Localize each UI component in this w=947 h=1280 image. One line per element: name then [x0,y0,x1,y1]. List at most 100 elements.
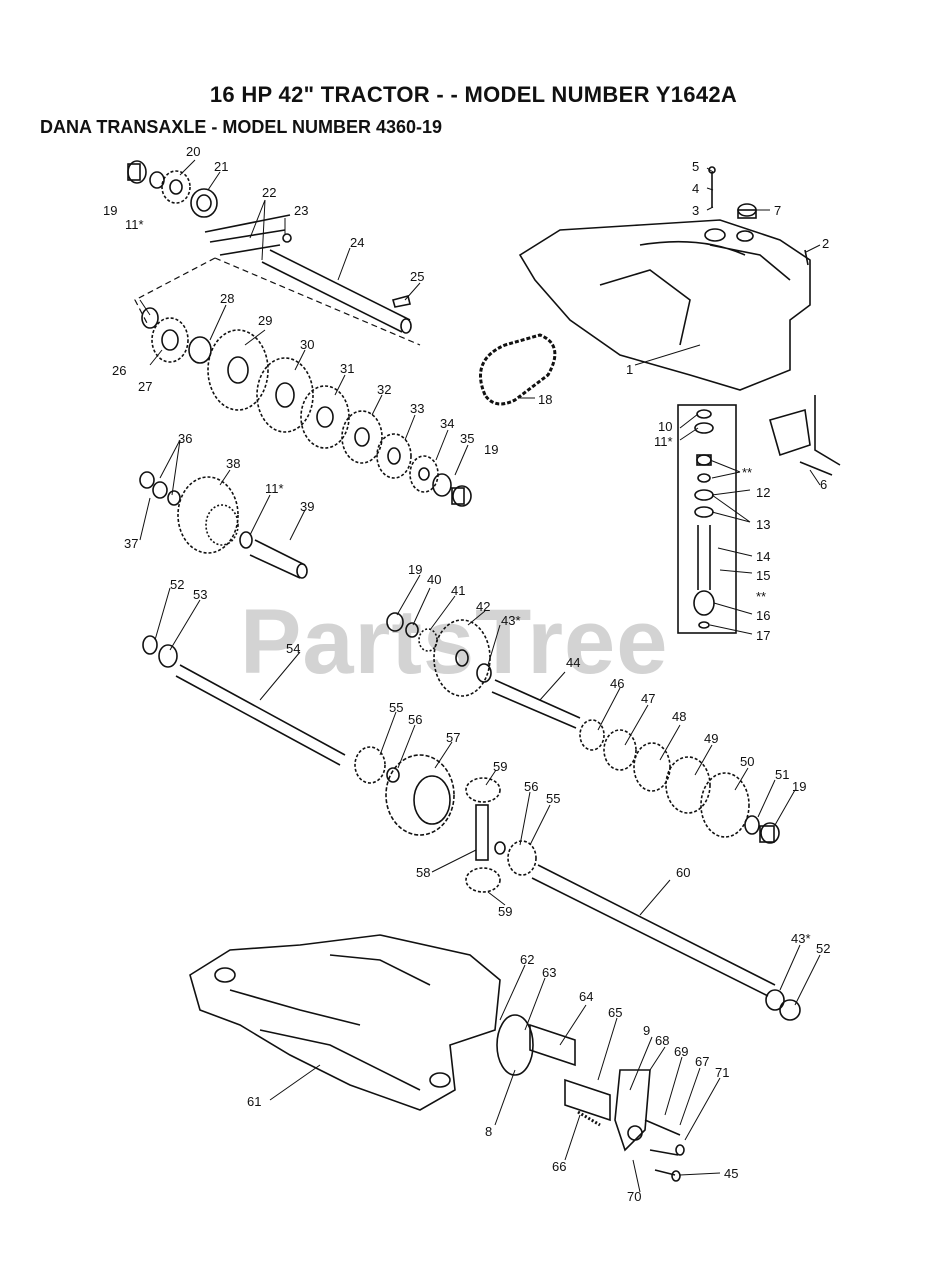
callout-label: 2 [822,236,830,251]
gear-30 [256,357,314,433]
shaft-24 [261,249,412,334]
callout-label: 43* [501,613,521,628]
parts-19-40-41 [386,612,438,652]
callout-label: 9 [643,1023,651,1038]
callout-label: 46 [610,676,625,691]
washer-11-top-left [149,171,165,189]
callout-label: 56 [408,712,423,727]
callout-label: 61 [247,1094,262,1109]
callout-label: 24 [350,235,365,250]
callout-label: 66 [552,1159,567,1174]
callout-label: 25 [410,269,425,284]
washers-52-53-left [142,635,178,668]
pinion-59-top [465,777,501,803]
callout-label: 8 [485,1124,493,1139]
bevel-gear-55-right [507,840,537,876]
bolts-2-3-4-5 [708,166,809,266]
callout-label: 19 [408,562,423,577]
gear-57-differential [385,754,455,836]
shaft-44 [491,679,581,729]
washers-43-52-right [765,989,801,1021]
callout-label: 54 [286,641,301,656]
callout-label: 17 [756,628,771,643]
callout-label: 64 [579,989,594,1004]
callout-label: 27 [138,379,153,394]
bearing-21 [190,188,218,218]
callout-label: 53 [193,587,208,602]
callout-label: 20 [186,144,201,159]
axle-54 [175,664,346,766]
callout-label: ** [756,589,767,604]
callout-label: 57 [446,730,461,745]
callout-label: 37 [124,536,139,551]
washer-56-right [494,841,506,855]
gear-42 [433,619,491,697]
callout-label: 38 [226,456,241,471]
callout-label: 23 [294,203,309,218]
sprocket-27 [151,317,189,363]
brake-parts-62-71 [496,1014,685,1182]
callout-label: 42 [476,599,491,614]
keys-22 [204,214,291,256]
callout-label: 47 [641,691,656,706]
callout-label: 18 [538,392,553,407]
gear-33 [376,433,412,479]
callout-label: 71 [715,1065,730,1080]
callout-label: 11* [265,481,284,496]
callout-label: 69 [674,1044,689,1059]
callout-label: 31 [340,361,355,376]
gear-20 [161,170,191,204]
housing-61-lower [189,934,501,1111]
callout-label: 65 [608,1005,623,1020]
callout-label: 48 [672,709,687,724]
callout-label: 68 [655,1033,670,1048]
callout-label: 19 [792,779,807,794]
callout-label: 36 [178,431,193,446]
snap-ring-26 [141,307,159,329]
page-subtitle: DANA TRANSAXLE - MODEL NUMBER 4360-19 [40,117,443,137]
callout-label: 55 [546,791,561,806]
washer-11-mid [239,531,253,549]
gear-31 [300,385,350,449]
gear-38 [177,476,239,554]
bushing-19-top-left [127,160,147,184]
bushing-19-mid [451,485,472,507]
callout-label: 63 [542,965,557,980]
callout-label: 40 [427,572,442,587]
callout-label: 52 [816,941,831,956]
callout-label: 55 [389,700,404,715]
gear-29 [207,329,269,411]
callout-label: ** [742,465,753,480]
callout-label: 43* [791,931,811,946]
callout-label: 19 [484,442,499,457]
callout-label: 5 [692,159,700,174]
callout-label: 21 [214,159,229,174]
axle-60 [531,864,776,997]
housing-1-upper [518,219,811,391]
callout-label: 11* [125,217,144,232]
dashed-assembly-bracket [134,257,421,346]
gear-34 [409,455,439,493]
shift-stack-10-17 [693,409,715,629]
callout-label: 14 [756,549,771,564]
callout-label: 29 [258,313,273,328]
callout-label: 26 [112,363,127,378]
callout-label: 33 [410,401,425,416]
washer-51-bushing-19 [744,815,780,844]
callout-label: 1 [626,362,634,377]
bevel-gear-55-left [354,746,386,784]
shaft-39 [249,539,308,579]
washer-56-left [386,767,400,783]
callout-label: 41 [451,583,466,598]
callout-label: 44 [566,655,581,670]
washer-43-mid [476,663,492,683]
ball-23 [282,233,292,243]
callout-label: 56 [524,779,539,794]
washers-36-37 [139,471,181,506]
callout-label: 12 [756,485,771,500]
callout-label: 32 [377,382,392,397]
callout-label: 34 [440,416,455,431]
callout-label: 7 [774,203,782,218]
callout-label: 10 [658,419,673,434]
